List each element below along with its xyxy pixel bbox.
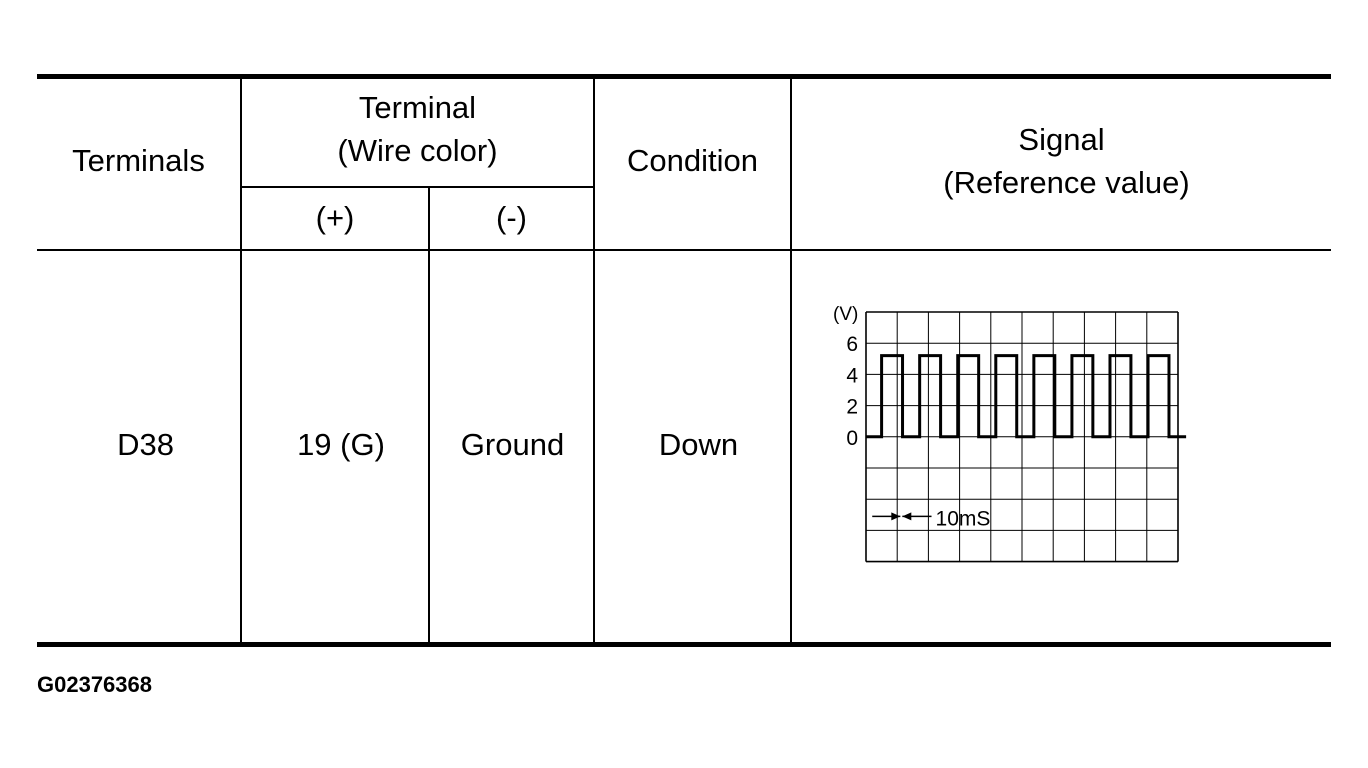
col-divider-3 (593, 78, 595, 644)
header-plus: (+) (315, 200, 355, 235)
header-condition: Condition (627, 143, 758, 178)
table-bottom-rule (37, 642, 1331, 647)
square-wave-trace (866, 354, 1187, 439)
header-terminal-line2: (Wire color) (337, 133, 498, 168)
col-divider-1 (240, 78, 242, 644)
y-tick-label: 6 (846, 333, 858, 356)
cell-plus: 19 (G) (297, 427, 385, 462)
col-divider-4 (790, 78, 792, 644)
time-div-label: 10mS (936, 507, 991, 530)
header-terminal-line1: Terminal (358, 90, 477, 125)
scope-time-division: 10mS (872, 507, 990, 530)
cell-terminals: D38 (117, 427, 174, 462)
signal-waveform-chart: 6 4 2 0 (V) 10mS (833, 304, 1187, 563)
scope-grid (865, 311, 1179, 563)
col-divider-2 (428, 187, 430, 644)
y-tick-label: 0 (846, 427, 858, 450)
header-minus: (-) (496, 200, 527, 235)
figure-code: G02376368 (37, 672, 152, 697)
header-signal-line2: (Reference value) (943, 165, 1190, 200)
y-tick-label: 4 (846, 364, 858, 387)
header-terminals: Terminals (72, 143, 205, 178)
time-div-arrowhead (902, 512, 912, 521)
scope-y-unit-label: (V) (833, 304, 858, 325)
y-tick-label: 2 (846, 396, 858, 419)
cell-condition: Down (658, 427, 739, 462)
cell-minus: Ground (460, 427, 565, 462)
scope-y-ticks: 6 4 2 0 (846, 333, 858, 450)
header-signal-line1: Signal (1018, 122, 1105, 157)
table-top-rule (37, 74, 1331, 79)
time-div-arrowhead (891, 512, 901, 521)
terminal-subheader-rule (241, 186, 594, 188)
header-bottom-rule (37, 249, 1331, 251)
